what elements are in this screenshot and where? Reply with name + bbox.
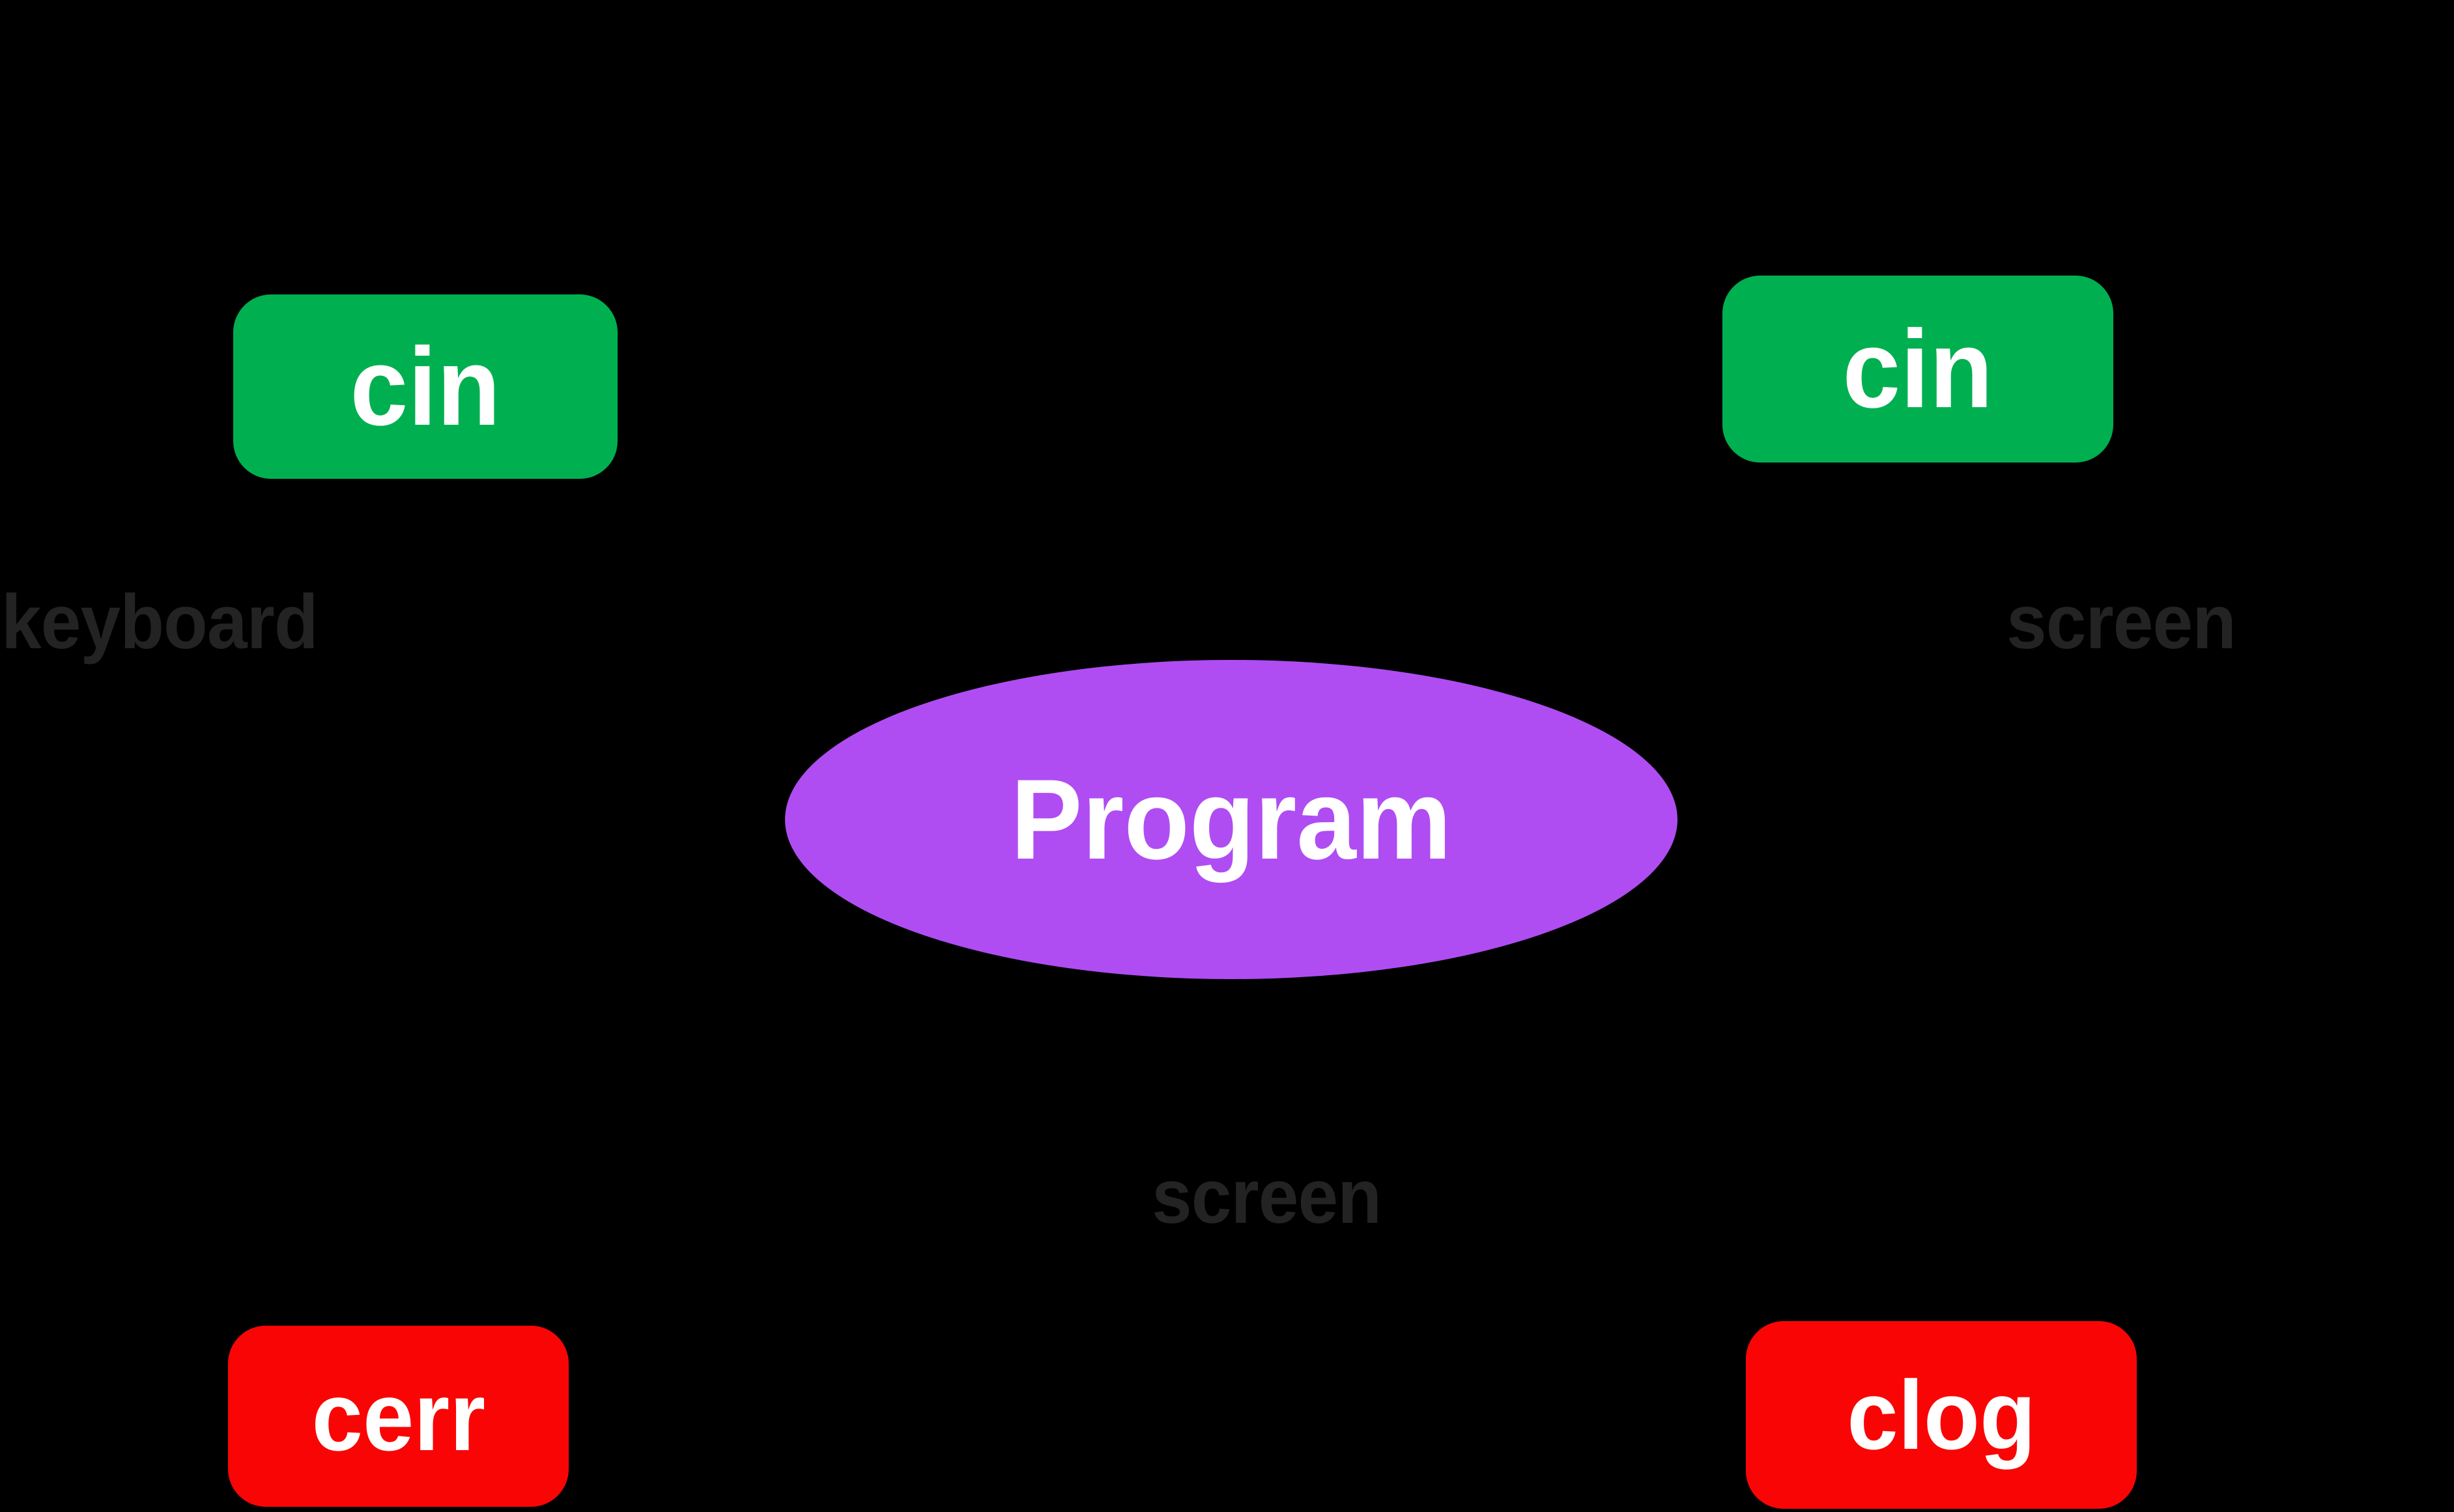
node-cin-right-label: cin <box>1842 307 1993 431</box>
arrow-program-to-cin-right <box>1564 482 1932 676</box>
node-cerr: cerr <box>228 1326 569 1507</box>
label-screen-bottom: screen <box>1152 1154 1382 1240</box>
node-program-label: Program <box>1010 756 1452 883</box>
node-cin-left-label: cin <box>350 324 501 449</box>
node-program: Program <box>785 660 1677 979</box>
arrow-program-to-clog <box>1547 958 1937 1283</box>
node-cerr-label: cerr <box>311 1362 485 1471</box>
node-cin-right: cin <box>1722 276 2113 463</box>
arrow-program-to-cerr <box>526 958 916 1283</box>
label-keyboard: keyboard <box>1 579 319 665</box>
label-screen-right: screen <box>2006 579 2236 665</box>
node-cin-left: cin <box>233 294 618 479</box>
arrow-cin-left-to-program <box>410 465 909 675</box>
node-clog: clog <box>1746 1321 2137 1509</box>
node-clog-label: clog <box>1847 1360 2036 1470</box>
